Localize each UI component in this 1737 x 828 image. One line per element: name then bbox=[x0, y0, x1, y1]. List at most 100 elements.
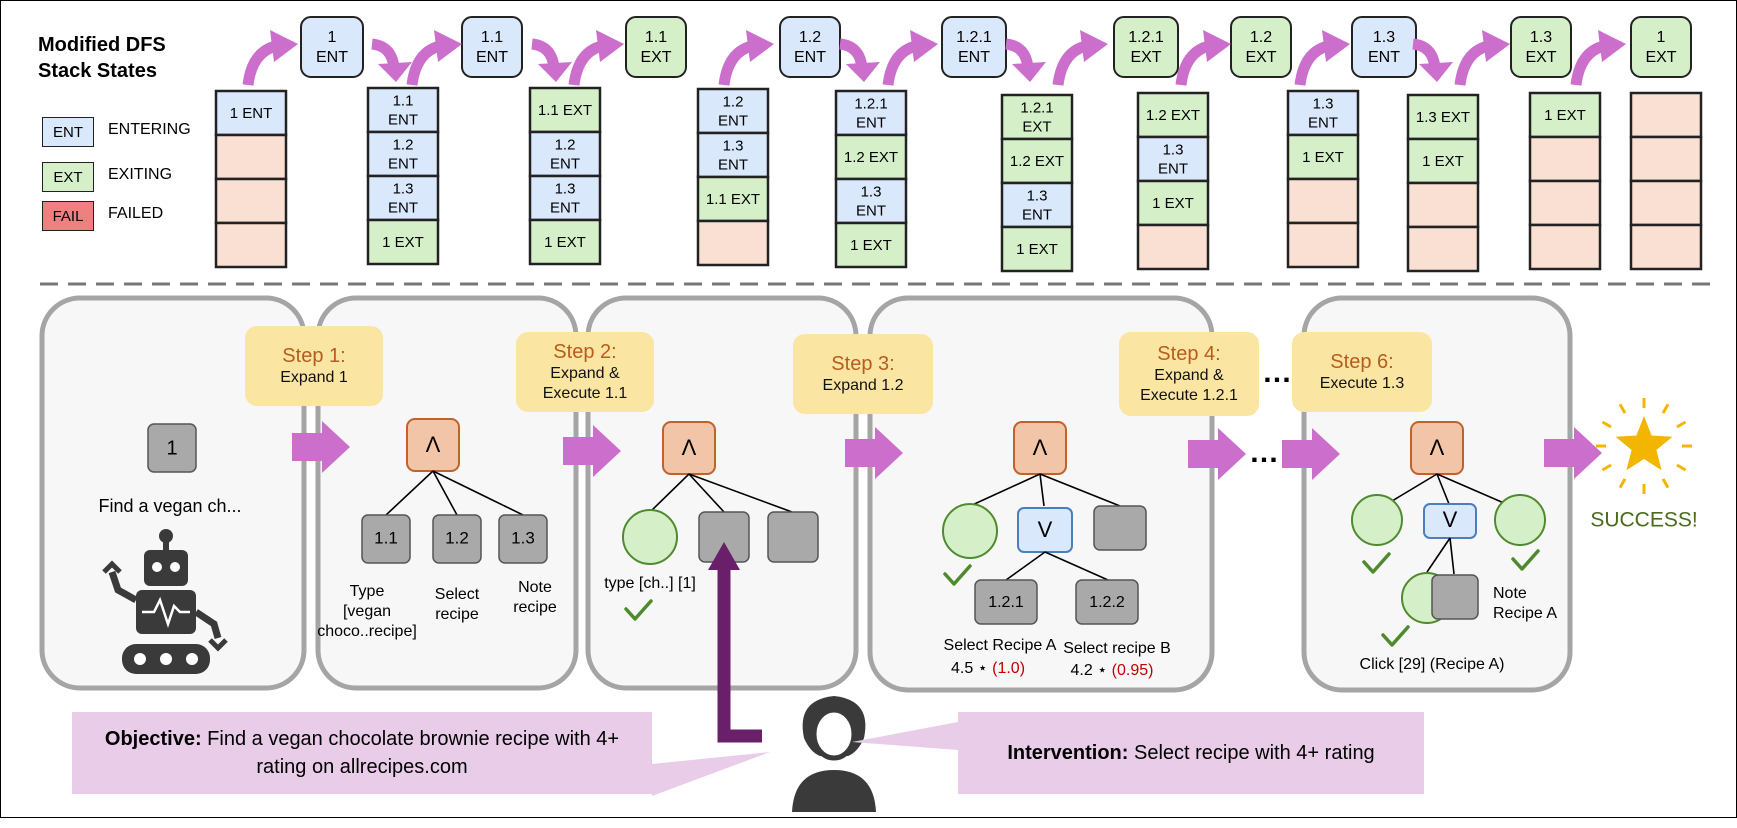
curved-arrow-head bbox=[270, 30, 298, 62]
rating-value: 4.5 ⋆ bbox=[951, 660, 992, 677]
label-line: 1.2.1 bbox=[1020, 99, 1053, 116]
panel-1 bbox=[39, 295, 307, 691]
objective-text: Find a vegan chocolate brownie recipe wi… bbox=[207, 728, 620, 778]
stack-cell bbox=[1528, 135, 1602, 183]
label-line: ENT bbox=[550, 155, 580, 172]
label-line: EXT bbox=[1245, 49, 1276, 66]
tree-edge bbox=[1436, 473, 1450, 505]
stack-cell bbox=[1000, 225, 1074, 273]
tree-edge bbox=[1039, 473, 1045, 507]
tree-edge bbox=[1044, 551, 1109, 581]
label-line: ENT bbox=[718, 112, 748, 129]
label-line: Select Recipe A bbox=[944, 637, 1057, 654]
tree-edge bbox=[969, 473, 1041, 507]
push-arrow bbox=[406, 30, 462, 86]
step-description: Execute 1.3 bbox=[1319, 375, 1405, 392]
label-line: … bbox=[1262, 356, 1292, 389]
stack-cell bbox=[1136, 179, 1210, 227]
stack-cell-label: 1 EXT bbox=[850, 237, 892, 254]
label-line: 1.2.2 bbox=[1089, 594, 1125, 611]
tree-edge bbox=[432, 470, 458, 516]
label-line: 1.3 bbox=[1163, 141, 1184, 158]
label-line: 1.2.1 bbox=[956, 29, 992, 46]
stack-cell bbox=[834, 89, 908, 137]
label-line: 1.1 bbox=[481, 29, 503, 46]
star-ray bbox=[1661, 403, 1670, 414]
check-icon bbox=[1381, 625, 1410, 647]
label-line: ENT bbox=[856, 114, 886, 131]
label-line: EXT bbox=[1130, 49, 1161, 66]
stack-cell bbox=[1629, 179, 1703, 227]
stack-cell bbox=[1136, 135, 1210, 183]
stack-cell bbox=[1629, 223, 1703, 271]
task-node-1 bbox=[147, 423, 197, 473]
subtask-node-label: 1.2.2 bbox=[1089, 594, 1125, 611]
option-a-rating: 4.5 ⋆ (1.0) bbox=[951, 660, 1025, 677]
objective-callout: Objective: Find a vegan chocolate browni… bbox=[72, 712, 652, 794]
subtask-node-label: 1.1 bbox=[374, 528, 398, 547]
robot-wheel bbox=[160, 653, 172, 665]
curved-arrow-shaft bbox=[1052, 40, 1088, 86]
stack-cell bbox=[834, 221, 908, 269]
label-line: EXT bbox=[640, 49, 671, 66]
curved-arrow-shaft bbox=[882, 40, 918, 86]
label-line: V bbox=[1443, 507, 1458, 532]
stack-cell-label: 1 EXT bbox=[1016, 241, 1058, 258]
rating-score: (1.0) bbox=[992, 660, 1025, 677]
pop-arrow bbox=[839, 38, 880, 82]
legend-swatch-ext: EXT bbox=[42, 162, 94, 192]
robot-eye bbox=[152, 562, 162, 572]
intervention-text: Select recipe with 4+ rating bbox=[1134, 741, 1375, 764]
label-line: ENT bbox=[1368, 49, 1400, 66]
curved-arrow-head bbox=[1322, 30, 1350, 62]
label-line: EXT bbox=[1645, 49, 1676, 66]
stack-cell bbox=[366, 86, 440, 134]
tree-edge bbox=[385, 470, 434, 516]
success-star-icon bbox=[1596, 398, 1692, 494]
stack-op-box bbox=[779, 16, 841, 78]
curved-arrow-shaft bbox=[718, 40, 754, 86]
subtask-node bbox=[767, 511, 819, 563]
stack-cell bbox=[1406, 225, 1480, 273]
stack-cell bbox=[1528, 223, 1602, 271]
star-ray bbox=[1601, 463, 1612, 472]
label-line: ENT bbox=[718, 156, 748, 173]
completed-node bbox=[1494, 494, 1546, 546]
curved-arrow-head bbox=[596, 30, 624, 62]
stack-cell bbox=[366, 130, 440, 178]
stack-cell bbox=[1136, 91, 1210, 139]
stack-cell bbox=[366, 174, 440, 222]
stack-cell bbox=[528, 174, 602, 222]
label-line: 1 EXT bbox=[544, 234, 586, 251]
tree-edge bbox=[1449, 537, 1455, 575]
stack-op-box bbox=[625, 16, 687, 78]
rating-value: 4.2 ⋆ bbox=[1071, 662, 1112, 679]
curved-arrow-shaft bbox=[406, 40, 442, 86]
step-label-3: Step 3:Expand 1.2 bbox=[793, 334, 933, 414]
stack-cell bbox=[1286, 133, 1360, 181]
label-line: EXT bbox=[1022, 118, 1051, 135]
ellipsis: … bbox=[1262, 356, 1292, 389]
subtask-node bbox=[432, 514, 482, 564]
stack-cell bbox=[214, 133, 288, 181]
curved-arrow-head bbox=[1080, 30, 1108, 62]
robot-head bbox=[144, 550, 188, 586]
